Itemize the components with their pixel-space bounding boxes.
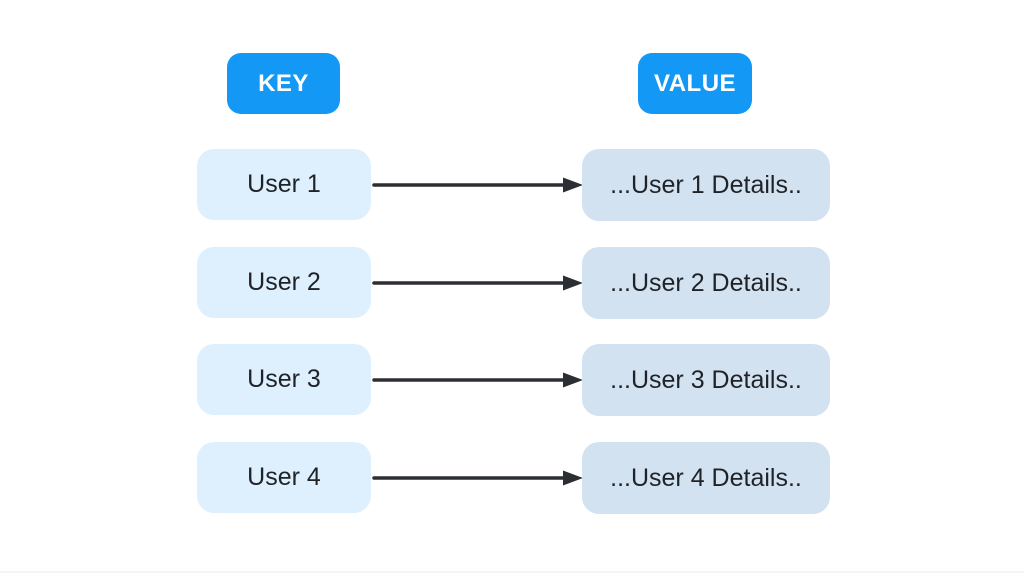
key-box: User 4 — [197, 442, 371, 513]
key-header-badge: KEY — [227, 53, 340, 114]
value-header-badge: VALUE — [638, 53, 752, 114]
value-box: ...User 2 Details.. — [582, 247, 830, 319]
mapping-arrow-icon — [372, 275, 583, 291]
mapping-row: User 3 ...User 3 Details.. — [0, 344, 1024, 416]
mapping-arrow-icon — [372, 372, 583, 388]
mapping-arrow-icon — [372, 177, 583, 193]
value-box: ...User 3 Details.. — [582, 344, 830, 416]
key-box: User 1 — [197, 149, 371, 220]
value-box: ...User 1 Details.. — [582, 149, 830, 221]
mapping-arrow-icon — [372, 470, 583, 486]
key-box: User 2 — [197, 247, 371, 318]
value-box: ...User 4 Details.. — [582, 442, 830, 514]
mapping-row: User 2 ...User 2 Details.. — [0, 247, 1024, 319]
key-box: User 3 — [197, 344, 371, 415]
mapping-row: User 4 ...User 4 Details.. — [0, 442, 1024, 514]
mapping-row: User 1 ...User 1 Details.. — [0, 149, 1024, 221]
